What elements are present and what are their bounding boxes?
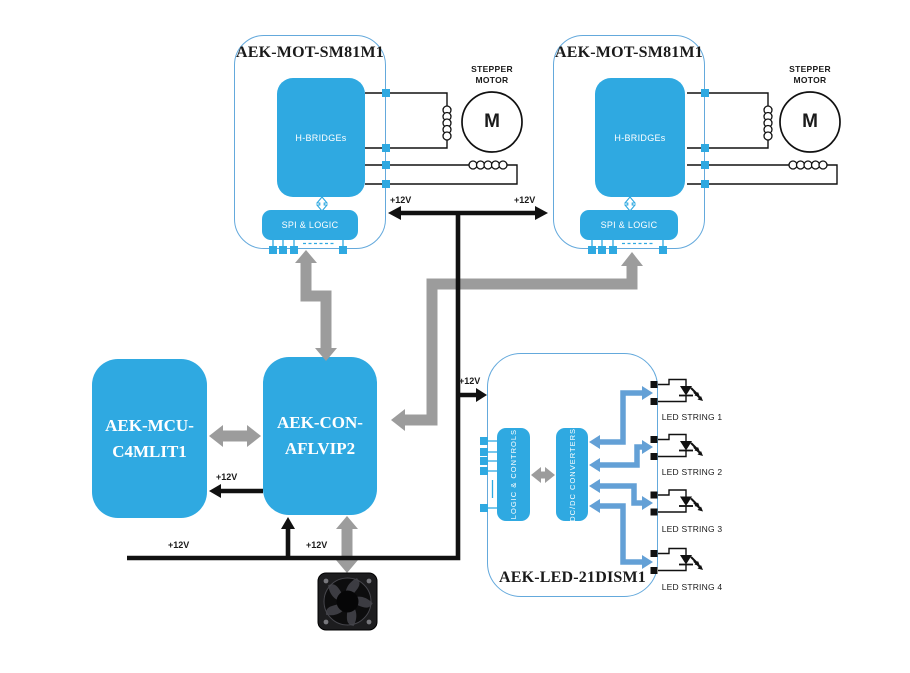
motor-wiring-right <box>687 92 838 185</box>
spi-logic-label: SPI & LOGIC <box>600 220 658 230</box>
stepper-motor-caption-right: STEPPER MOTOR <box>789 64 831 85</box>
led-string-1-symbol <box>650 378 703 405</box>
hbridges-label: H-BRIDGEs <box>614 132 666 143</box>
hbridges-label: H-BRIDGEs <box>295 132 347 143</box>
logic-controls-box: LOGIC & CONTROLS <box>497 428 530 521</box>
connector-title-line1: AEK-CON- <box>277 413 363 432</box>
power-label-top-left: +12V <box>390 195 412 205</box>
power-label-led-branch: +12V <box>459 376 481 386</box>
spi-logic-box-right: SPI & LOGIC <box>580 210 678 240</box>
stepper-motor-caption-left: STEPPER MOTOR <box>471 64 513 85</box>
fan-icon <box>317 572 378 631</box>
coil-left-horizontal <box>468 160 508 170</box>
power-label-mcu-feed: +12V <box>216 472 238 482</box>
mcu-title-line1: AEK-MCU- <box>105 415 194 435</box>
connector-board: AEK-CON- AFLVIP2 <box>263 357 377 515</box>
power-label-bottom-mid: +12V <box>306 540 328 550</box>
led-string-4-symbol <box>650 547 703 574</box>
board-title: AEK-MOT-SM81M1 <box>555 44 703 61</box>
hbridges-box-left: H-BRIDGEs <box>277 78 365 197</box>
hbridges-box-right: H-BRIDGEs <box>595 78 685 197</box>
led-string-2-label: LED STRING 2 <box>661 467 723 477</box>
led-string-3-label: LED STRING 3 <box>661 524 723 534</box>
logic-controls-label: LOGIC & CONTROLS <box>509 429 518 520</box>
led-string-4-label: LED STRING 4 <box>661 582 723 592</box>
coil-right-vertical <box>763 105 773 141</box>
arrow-mcu-con <box>209 425 261 447</box>
led-string-2-symbol <box>650 433 703 460</box>
connector-title-line2: AFLVIP2 <box>284 439 356 458</box>
led-string-1-label: LED STRING 1 <box>661 412 723 422</box>
power-label-top-right: +12V <box>514 195 536 205</box>
coil-right-horizontal <box>788 160 828 170</box>
motor-symbol-right: M <box>802 111 818 132</box>
arrow-spi-left-con <box>295 250 337 361</box>
board-title: AEK-LED-21DISM1 <box>498 569 646 586</box>
spi-logic-label: SPI & LOGIC <box>281 220 339 230</box>
motor-symbol-left: M <box>484 111 500 132</box>
board-title: AEK-MOT-SM81M1 <box>236 44 384 61</box>
coil-left-vertical <box>442 105 452 141</box>
motor-wiring-left <box>365 92 518 185</box>
led-string-3-symbol <box>650 489 703 516</box>
mcu-board: AEK-MCU- C4MLIT1 <box>92 359 207 518</box>
mcu-title-line2: C4MLIT1 <box>112 441 187 461</box>
power-label-bottom-left: +12V <box>168 540 190 550</box>
spi-logic-box-left: SPI & LOGIC <box>262 210 358 240</box>
dcdc-converters-label: DC/DC CONVERTERS <box>567 427 577 522</box>
dcdc-converters-box: DC/DC CONVERTERS <box>556 428 588 521</box>
